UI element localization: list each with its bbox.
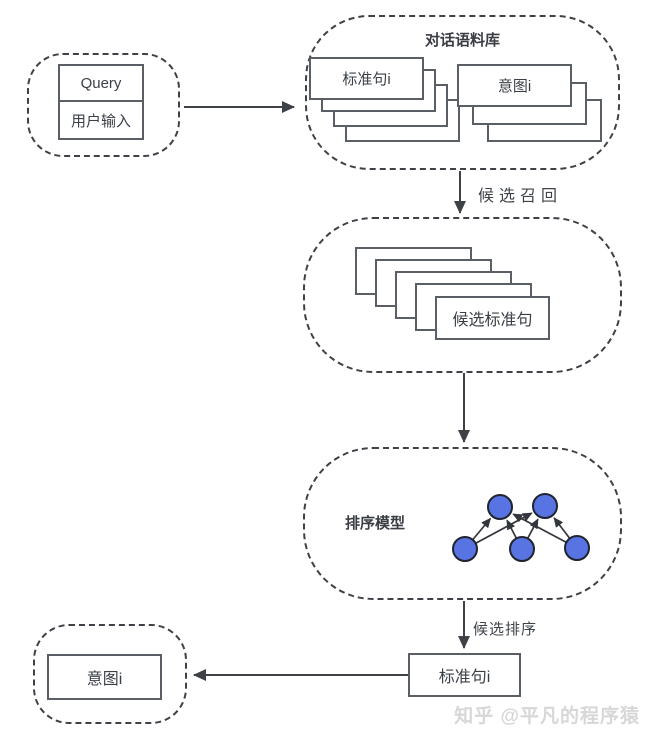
result-card: 标准句i (408, 653, 521, 697)
graph-node (532, 493, 558, 519)
query-label: Query (60, 66, 142, 103)
ranking-network-icon (452, 493, 590, 562)
query-input-card: Query 用户输入 (58, 64, 144, 140)
graph-node (509, 536, 535, 562)
ranking-title: 排序模型 (345, 515, 406, 532)
intent-group: 意图i (33, 624, 187, 724)
intent-result-card: 意图i (47, 654, 162, 700)
rank-arrow-label: 候选排序 (473, 621, 538, 638)
candidates-group: 候选标准句 (303, 217, 622, 373)
corpus-group: 对话语料库 标准句i 意图i (305, 15, 620, 170)
ranking-group: 排序模型 (303, 447, 622, 600)
standard-sentence-card: 标准句i (309, 57, 424, 100)
candidate-sentence-card: 候选标准句 (435, 296, 550, 340)
user-input-label: 用户输入 (70, 112, 131, 130)
graph-node (452, 536, 478, 562)
graph-node (487, 494, 513, 520)
corpus-title: 对话语料库 (424, 32, 500, 49)
query-input-group: Query 用户输入 (27, 53, 180, 157)
recall-arrow-label: 候选召回 (478, 188, 563, 205)
watermark: 知乎 @平凡的程序猿 (454, 706, 640, 727)
graph-node (564, 535, 590, 561)
intent-card: 意图i (457, 64, 572, 107)
